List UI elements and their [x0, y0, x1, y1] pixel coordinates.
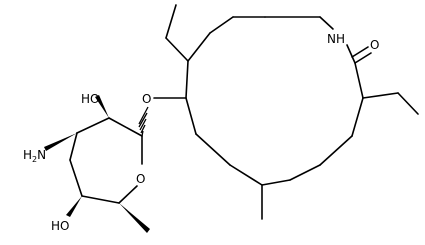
atom-labels: NH O O O HO HO H2N: [23, 32, 379, 233]
nh-label: NH: [327, 32, 345, 46]
c3-amino-wedge: [44, 133, 77, 151]
sugar-ring: [69, 117, 143, 204]
anomeric-hashed-bond: [138, 106, 149, 137]
hydroxyl-c4-label: HO: [51, 219, 69, 233]
glycosidic-o-label: O: [142, 92, 151, 106]
macrocycle-ring: [185, 16, 364, 186]
c5-methyl-wedge: [119, 203, 150, 233]
carbonyl-o-label: O: [370, 38, 379, 52]
amino-label: H2N: [23, 148, 46, 164]
ethyl-substituent-top: [165, 4, 189, 62]
ethyl-substituent-right: [362, 92, 419, 115]
carbonyl-double-bond: [351, 46, 372, 64]
hydroxyl-c2-label: HO: [81, 92, 99, 106]
c2-hydroxyl-wedge: [95, 95, 109, 118]
c4-hydroxyl-wedge: [66, 196, 82, 217]
ring-o-label: O: [136, 172, 145, 186]
